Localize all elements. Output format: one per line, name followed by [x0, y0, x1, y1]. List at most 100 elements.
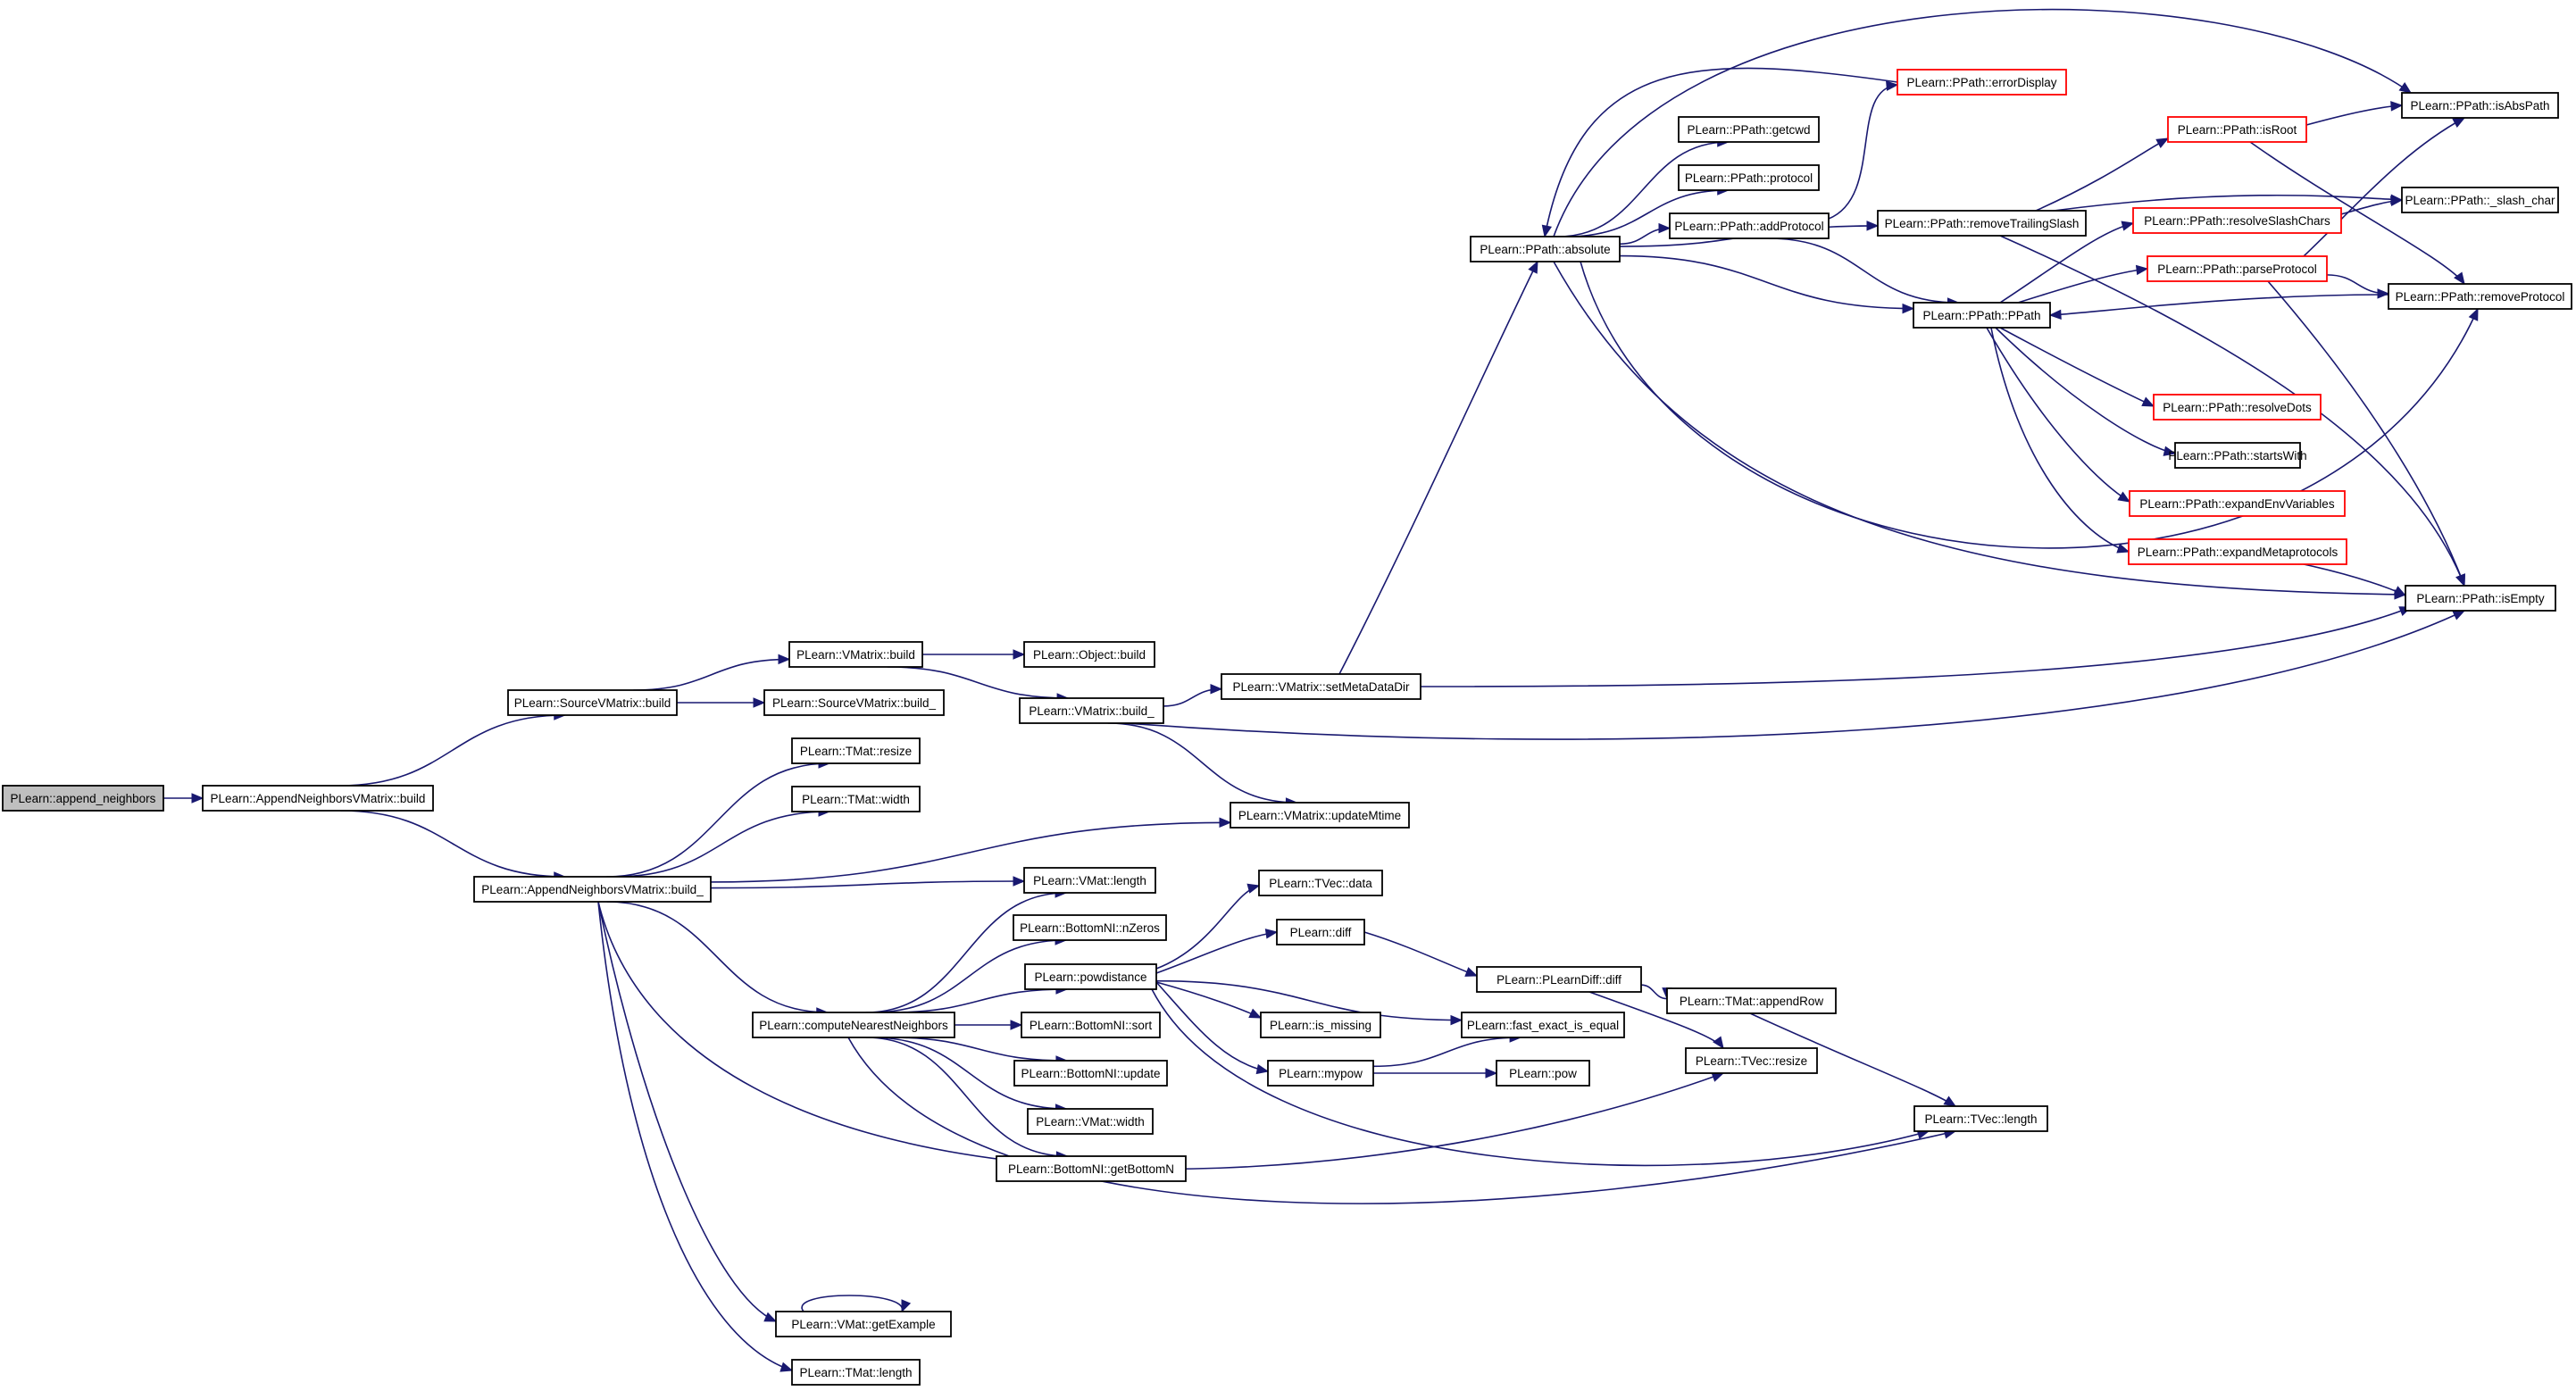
- node-vm-build-[interactable]: PLearn::VMatrix::build_: [1019, 697, 1164, 724]
- node-label: PLearn::PLearnDiff::diff: [1496, 973, 1621, 987]
- node-label: PLearn::PPath::startsWith: [2168, 449, 2306, 462]
- node-vm-build[interactable]: PLearn::VMatrix::build: [788, 641, 923, 668]
- node-bn-update[interactable]: PLearn::BottomNI::update: [1013, 1060, 1168, 1087]
- node-updmtime[interactable]: PLearn::VMatrix::updateMtime: [1230, 802, 1410, 829]
- node-box: [1461, 1012, 1625, 1038]
- edge-powdistance-to-is_missing: [1155, 981, 1263, 1019]
- node-bn-getbottom[interactable]: PLearn::BottomNI::getBottomN: [996, 1155, 1187, 1182]
- node-box: [2388, 283, 2572, 310]
- node-vmat-getex[interactable]: PLearn::VMat::getExample: [775, 1311, 952, 1337]
- node-label: PLearn::PPath::errorDisplay: [1906, 76, 2056, 89]
- node-bn-nzeros[interactable]: PLearn::BottomNI::nZeros: [1013, 914, 1167, 941]
- node-pp-isroot[interactable]: PLearn::PPath::isRoot: [2167, 116, 2307, 143]
- node-pp-protocol[interactable]: PLearn::PPath::protocol: [1678, 164, 1820, 191]
- edge-pp_resslash-to-pp_slash: [2340, 196, 2404, 215]
- node-label: PLearn::VMatrix::build: [796, 648, 915, 662]
- node-pp-addproto[interactable]: PLearn::PPath::addProtocol: [1669, 212, 1830, 239]
- node-label: PLearn::AppendNeighborsVMatrix::build: [211, 792, 426, 805]
- node-pp-absolute[interactable]: PLearn::PPath::absolute: [1470, 236, 1621, 262]
- node-box: [1476, 966, 1642, 993]
- node-box: [1267, 1060, 1374, 1087]
- node-pp-slash[interactable]: PLearn::PPath::_slash_char: [2401, 187, 2559, 213]
- node-append-neighbors[interactable]: PLearn::append_neighbors: [2, 785, 164, 812]
- node-powdistance[interactable]: PLearn::powdistance: [1024, 963, 1157, 990]
- node-mypow[interactable]: PLearn::mypow: [1267, 1060, 1374, 1087]
- node-box: [1027, 1108, 1154, 1135]
- edge-anv_build-to-svm_build: [339, 710, 567, 787]
- node-tvec-length[interactable]: PLearn::TVec::length: [1913, 1105, 2048, 1132]
- node-feq[interactable]: PLearn::fast_exact_is_equal: [1461, 1012, 1625, 1038]
- node-tmat-append[interactable]: PLearn::TMat::appendRow: [1666, 987, 1837, 1014]
- node-pp-isabs[interactable]: PLearn::PPath::isAbsPath: [2401, 92, 2559, 119]
- node-pp-startswith[interactable]: PLearn::PPath::startsWith: [2168, 442, 2307, 469]
- node-tvec-data[interactable]: PLearn::TVec::data: [1258, 870, 1383, 896]
- node-label: PLearn::diff: [1290, 926, 1352, 939]
- node-diff[interactable]: PLearn::diff: [1276, 919, 1365, 945]
- node-pp-remtrail[interactable]: PLearn::PPath::removeTrailingSlash: [1877, 210, 2087, 237]
- node-box: [775, 1311, 952, 1337]
- node-label: PLearn::PPath::getcwd: [1687, 123, 1810, 137]
- edge-append_neighbors-to-anv_build: [163, 793, 204, 804]
- node-box: [2128, 538, 2347, 565]
- node-label: PLearn::append_neighbors: [11, 792, 156, 805]
- node-box: [1023, 867, 1156, 894]
- node-pow[interactable]: PLearn::pow: [1496, 1060, 1590, 1087]
- edge-mypow-to-pow: [1373, 1068, 1498, 1079]
- node-box: [473, 876, 712, 903]
- node-anv-build-[interactable]: PLearn::AppendNeighborsVMatrix::build_: [473, 876, 712, 903]
- edge-cnn-to-bn_getbottom: [865, 1037, 1069, 1162]
- edge-pp_parseproto-to-pp_remproto: [2326, 274, 2390, 299]
- node-tmat-resize[interactable]: PLearn::TMat::resize: [791, 737, 921, 764]
- node-pld-diff[interactable]: PLearn::PLearnDiff::diff: [1476, 966, 1642, 993]
- node-tmat-width[interactable]: PLearn::TMat::width: [791, 786, 921, 812]
- node-label: PLearn::VMatrix::updateMtime: [1238, 809, 1401, 822]
- node-tvec-resize[interactable]: PLearn::TVec::resize: [1685, 1047, 1818, 1074]
- node-svm-build[interactable]: PLearn::SourceVMatrix::build: [507, 689, 678, 716]
- node-box: [1678, 164, 1820, 191]
- node-box: [2, 785, 164, 812]
- node-box: [1221, 673, 1421, 700]
- node-bn-sort[interactable]: PLearn::BottomNI::sort: [1021, 1012, 1161, 1038]
- edge-powdistance-to-mypow: [1155, 981, 1270, 1075]
- node-vmat-width[interactable]: PLearn::VMat::width: [1027, 1108, 1154, 1135]
- edge-vm_build_-to-updmtime: [1107, 722, 1298, 808]
- node-pp-ppath[interactable]: PLearn::PPath::PPath: [1913, 302, 2051, 329]
- node-pp-expenv[interactable]: PLearn::PPath::expandEnvVariables: [2129, 490, 2346, 517]
- node-box: [1021, 1012, 1161, 1038]
- edge-pld_diff-to-tvec_resize: [1588, 991, 1724, 1050]
- node-pp-errdisp[interactable]: PLearn::PPath::errorDisplay: [1897, 69, 2067, 96]
- edge-diff-to-pld_diff: [1363, 931, 1479, 977]
- node-pp-isempty[interactable]: PLearn::PPath::isEmpty: [2405, 585, 2556, 612]
- node-tmat-length[interactable]: PLearn::TMat::length: [791, 1359, 921, 1386]
- node-pp-resdots[interactable]: PLearn::PPath::resolveDots: [2153, 394, 2322, 421]
- node-pp-getcwd[interactable]: PLearn::PPath::getcwd: [1678, 116, 1820, 143]
- edge-pp_expmeta-to-pp_isempty: [2303, 563, 2407, 596]
- node-label: PLearn::PPath::parseProtocol: [2157, 262, 2317, 276]
- edge-anv_build_-to-vmat_length: [710, 876, 1026, 889]
- node-label: PLearn::PPath::resolveDots: [2163, 401, 2312, 414]
- node-box: [1913, 1105, 2048, 1132]
- node-box: [763, 689, 945, 716]
- node-pp-resslash[interactable]: PLearn::PPath::resolveSlashChars: [2132, 207, 2342, 234]
- node-box: [2129, 490, 2346, 517]
- node-anv-build[interactable]: PLearn::AppendNeighborsVMatrix::build: [202, 785, 434, 812]
- node-pp-remproto[interactable]: PLearn::PPath::removeProtocol: [2388, 283, 2572, 310]
- node-vmat-length[interactable]: PLearn::VMat::length: [1023, 867, 1156, 894]
- edge-cnn-to-bn_sort: [955, 1020, 1023, 1030]
- node-pp-expmeta[interactable]: PLearn::PPath::expandMetaprotocols: [2128, 538, 2347, 565]
- node-svm-build-[interactable]: PLearn::SourceVMatrix::build_: [763, 689, 945, 716]
- node-label: PLearn::SourceVMatrix::build: [514, 696, 671, 710]
- node-setmeta[interactable]: PLearn::VMatrix::setMetaDataDir: [1221, 673, 1421, 700]
- node-obj-build[interactable]: PLearn::Object::build: [1023, 641, 1155, 668]
- node-label: PLearn::PPath::absolute: [1480, 243, 1610, 256]
- node-box: [1685, 1047, 1818, 1074]
- node-is-missing[interactable]: PLearn::is_missing: [1260, 1012, 1381, 1038]
- edge-vm_build_-to-setmeta: [1163, 683, 1223, 707]
- node-pp-parseproto[interactable]: PLearn::PPath::parseProtocol: [2147, 255, 2328, 282]
- node-label: PLearn::BottomNI::nZeros: [1020, 921, 1160, 935]
- node-box: [996, 1155, 1187, 1182]
- node-cnn[interactable]: PLearn::computeNearestNeighbors: [752, 1012, 955, 1038]
- node-label: PLearn::pow: [1509, 1067, 1577, 1080]
- node-box: [788, 641, 923, 668]
- edge-anv_build_-to-tmat_resize: [606, 758, 831, 878]
